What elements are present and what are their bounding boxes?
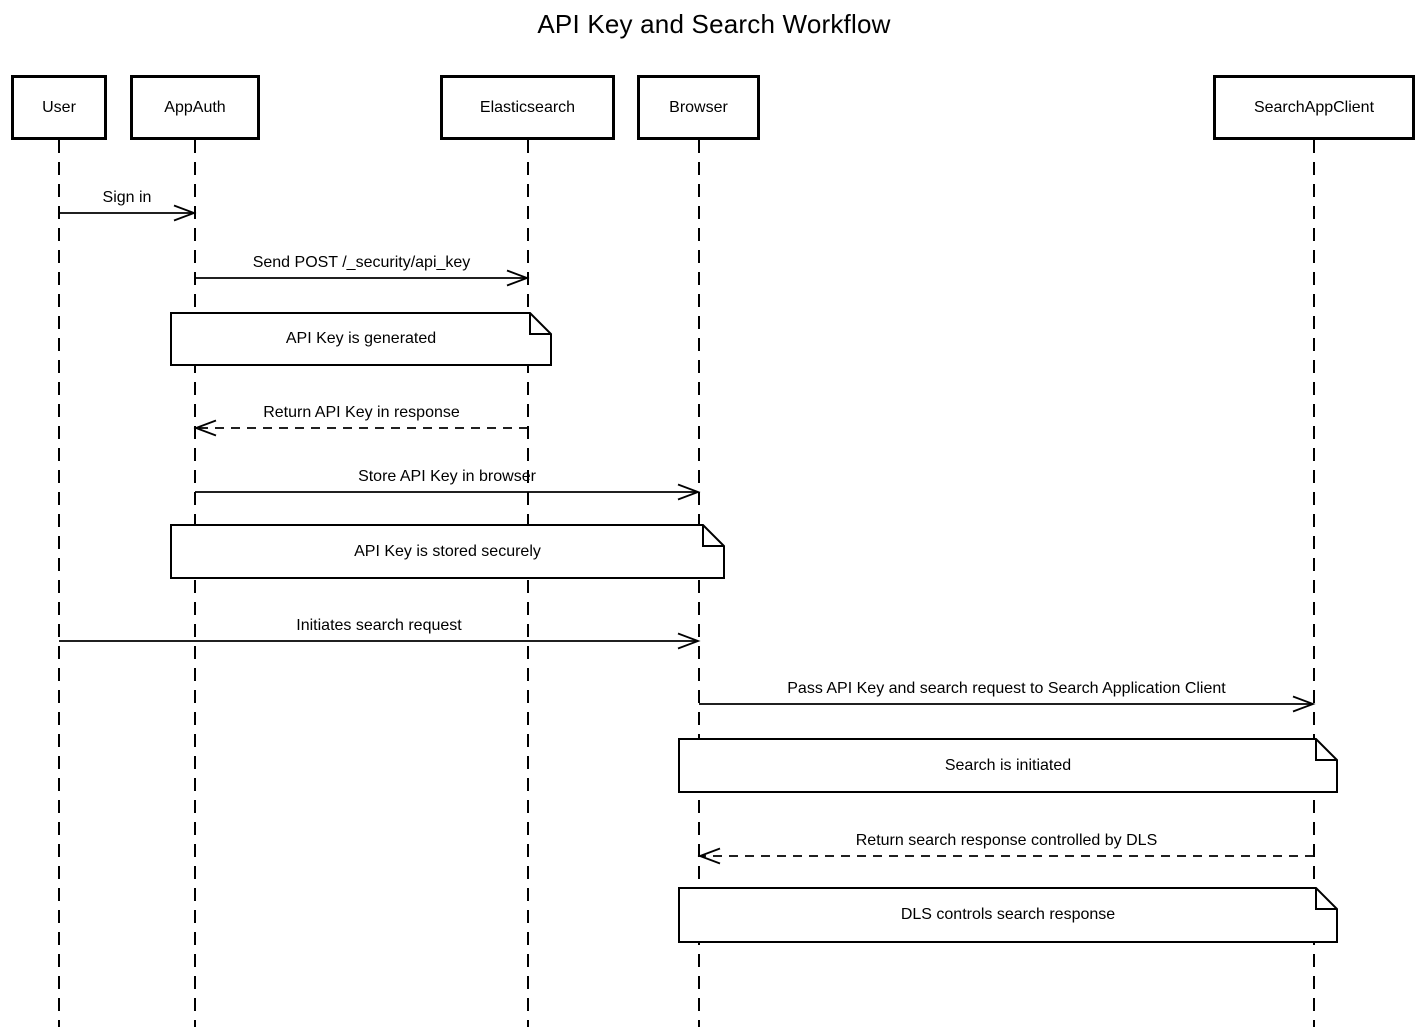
note-shape-api-key-stored	[170, 524, 725, 579]
note-shape-api-key-generated	[170, 312, 552, 366]
note-shape-dls-controls	[678, 887, 1338, 943]
message-label-store-api-key: Store API Key in browser	[358, 468, 536, 485]
diagram-title: API Key and Search Workflow	[537, 9, 891, 39]
note-fold-icon	[1315, 888, 1337, 910]
arrowhead-left-icon	[697, 847, 721, 865]
message-arrow-return-search-response	[697, 847, 1314, 865]
participant-user: User	[11, 75, 107, 140]
note-label-api-key-generated: API Key is generated	[285, 330, 437, 347]
participant-browser-label: Browser	[669, 98, 728, 116]
participant-appauth: AppAuth	[130, 75, 260, 140]
arrowhead-right-icon	[506, 269, 530, 287]
arrowhead-right-icon	[173, 204, 197, 222]
message-label-return-api-key: Return API Key in response	[263, 404, 460, 421]
note-fold-icon	[1315, 739, 1337, 761]
participant-appauth-label: AppAuth	[164, 98, 226, 116]
participant-searchappclient-label: SearchAppClient	[1253, 98, 1375, 116]
message-label-return-search-response: Return search response controlled by DLS	[855, 832, 1158, 849]
message-arrow-sign-in	[59, 204, 197, 222]
message-arrow-pass-api-key	[699, 695, 1316, 713]
message-label-send-post: Send POST /_security/api_key	[252, 254, 471, 271]
arrowhead-left-icon	[193, 419, 217, 437]
participant-searchappclient: SearchAppClient	[1213, 75, 1415, 140]
note-label-dls-controls: DLS controls search response	[900, 906, 1116, 923]
message-label-pass-api-key: Pass API Key and search request to Searc…	[787, 680, 1226, 697]
note-fold-icon	[702, 525, 724, 547]
arrowhead-right-icon	[1292, 695, 1316, 713]
message-label-initiates-search: Initiates search request	[296, 617, 462, 634]
message-label-sign-in: Sign in	[102, 189, 152, 206]
message-arrow-send-post	[195, 269, 530, 287]
arrowhead-right-icon	[677, 483, 701, 501]
participant-user-label: User	[42, 98, 76, 116]
message-arrow-return-api-key	[193, 419, 528, 437]
participant-elasticsearch: Elasticsearch	[440, 75, 615, 140]
participant-browser: Browser	[637, 75, 760, 140]
note-fold-icon	[529, 313, 551, 335]
message-arrow-initiates-search	[59, 632, 701, 650]
participant-elasticsearch-label: Elasticsearch	[479, 98, 576, 116]
message-arrow-store-api-key	[195, 483, 701, 501]
note-label-api-key-stored: API Key is stored securely	[354, 542, 541, 560]
note-label-search-initiated: Search is initiated	[944, 756, 1072, 774]
note-shape-search-initiated	[678, 738, 1338, 793]
arrowhead-right-icon	[677, 632, 701, 650]
